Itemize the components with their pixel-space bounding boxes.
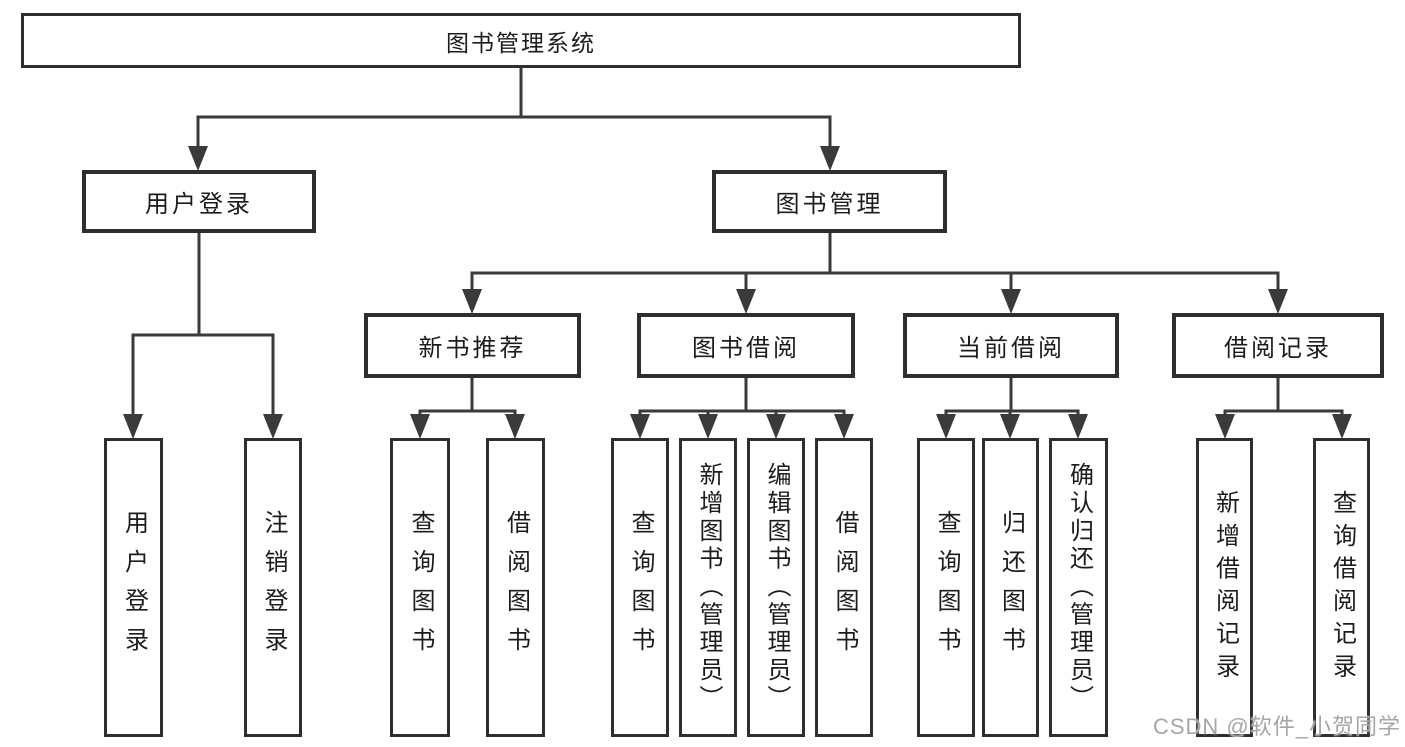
node-label: 新增图书（管理员） [695, 462, 722, 713]
node-label: 图书借阅 [692, 335, 800, 362]
node-label: 查询图书 [933, 509, 960, 666]
leaf-current-confirm-return-admin: 确认归还（管理员） [1049, 438, 1108, 737]
node-label: 编辑图书（管理员） [763, 462, 790, 713]
leaf-borrowing-add-books-admin: 新增图书（管理员） [679, 438, 737, 737]
arrowhead-icon [1215, 414, 1235, 439]
arrowhead-icon [1068, 414, 1088, 439]
leaf-newbook-query-books: 查询图书 [390, 438, 450, 737]
leaf-borrowing-edit-books-admin: 编辑图书（管理员） [747, 438, 805, 737]
leaf-records-query-borrow-record: 查询借阅记录 [1313, 438, 1370, 737]
arrowhead-icon [1268, 289, 1288, 314]
leaf-borrowing-query-books: 查询图书 [611, 438, 669, 737]
leaf-logout: 注销登录 [244, 438, 302, 737]
arrowhead-icon [698, 414, 718, 439]
arrowhead-icon [505, 414, 525, 439]
arrowhead-icon [462, 289, 482, 314]
node-label: 用户登录 [145, 191, 253, 218]
arrowhead-icon [1332, 414, 1352, 439]
node-label: 查询图书 [627, 509, 654, 666]
leaf-current-return-books: 归还图书 [982, 438, 1039, 737]
arrowhead-icon [834, 414, 854, 439]
connector-user-login-to-leaves [131, 231, 275, 426]
connector-borrowing-records-to-leaves [1223, 376, 1344, 426]
leaf-newbook-borrow-books: 借阅图书 [486, 438, 545, 737]
node-label: 确认归还（管理员） [1065, 462, 1093, 713]
node-new-book-recommend: 新书推荐 [364, 313, 581, 378]
connector-new-book-recommend-to-leaves [418, 376, 517, 426]
connector-book-management-to-level3 [470, 231, 1280, 298]
node-borrowing-records: 借阅记录 [1172, 313, 1384, 378]
node-label: 借阅图书 [831, 509, 858, 666]
node-label: 查询借阅记录 [1328, 489, 1356, 686]
arrowhead-icon [263, 414, 283, 439]
node-label: 新增借阅记录 [1211, 489, 1239, 686]
arrowhead-icon [1000, 414, 1020, 439]
arrowhead-icon [188, 146, 208, 171]
node-label: 借阅图书 [502, 509, 530, 666]
leaf-borrowing-borrow-books: 借阅图书 [815, 438, 873, 737]
leaf-user-login: 用户登录 [104, 438, 163, 737]
arrowhead-icon [766, 414, 786, 439]
arrowhead-icon [1001, 289, 1021, 314]
connector-book-borrowing-to-leaves [638, 376, 846, 426]
node-book-borrowing: 图书借阅 [637, 313, 855, 378]
leaf-current-query-books: 查询图书 [917, 438, 975, 737]
node-label: 借阅记录 [1224, 335, 1332, 362]
leaf-records-add-borrow-record: 新增借阅记录 [1196, 438, 1253, 737]
arrowhead-icon [630, 414, 650, 439]
node-label: 用户登录 [120, 509, 148, 666]
connector-paths [131, 66, 1344, 426]
node-user-login: 用户登录 [82, 170, 316, 233]
connector-root-to-level2 [196, 66, 832, 152]
arrowhead-icon [936, 414, 956, 439]
node-label: 查询图书 [407, 509, 434, 666]
node-label: 注销登录 [260, 509, 287, 666]
node-label: 归还图书 [997, 509, 1025, 666]
node-label: 图书管理系统 [446, 29, 596, 56]
csdn-watermark: CSDN @软件_小贺同学 [1152, 714, 1401, 739]
node-root-library-management-system: 图书管理系统 [21, 13, 1021, 68]
arrowhead-icon [820, 146, 840, 171]
node-current-borrowing: 当前借阅 [903, 313, 1119, 378]
arrowhead-icon [123, 414, 143, 439]
node-label: 图书管理 [775, 191, 884, 218]
arrowhead-icon [736, 289, 756, 314]
node-label: 当前借阅 [957, 335, 1065, 362]
node-label: 新书推荐 [418, 335, 527, 362]
arrowhead-icon [410, 414, 430, 439]
node-book-management: 图书管理 [712, 170, 947, 233]
